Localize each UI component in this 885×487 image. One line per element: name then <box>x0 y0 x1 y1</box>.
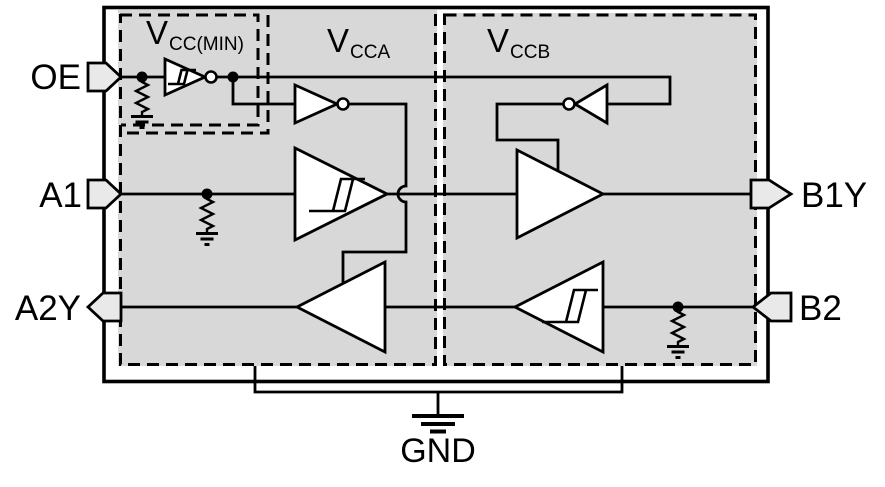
oe-pulldown-resistor <box>131 77 153 129</box>
a1-pulldown-resistor <box>196 194 218 246</box>
gnd-label: GND <box>400 432 476 470</box>
a1-schmitt-buffer <box>293 145 391 243</box>
vccmin-region-border-inner <box>120 13 260 127</box>
oe-pin <box>86 61 124 93</box>
vcca-enable-inverter <box>293 82 350 126</box>
vcca-region-border <box>119 14 437 366</box>
inverter-bubble <box>562 97 576 111</box>
a2y-pin-label: A2Y <box>15 289 81 328</box>
gnd-ground-symbol <box>412 414 464 434</box>
oe-schmitt-inverter <box>163 56 218 98</box>
svg-text:V: V <box>487 22 509 59</box>
b1y-output-buffer <box>515 147 607 241</box>
b1y-pin <box>749 178 794 210</box>
junction-dot <box>227 71 239 83</box>
inverter-bubble <box>336 97 350 111</box>
vccmin-region-label: V CC(MIN) <box>146 14 244 55</box>
b2-pin <box>750 291 793 323</box>
junction-dot <box>136 71 148 83</box>
a1-pin <box>86 178 124 210</box>
vccb-region-label: V CCB <box>487 22 550 63</box>
a2y-pin <box>85 291 123 323</box>
svg-text:V: V <box>327 22 349 59</box>
ground-symbol-small <box>196 232 218 246</box>
b2-pulldown-resistor <box>667 307 689 359</box>
hysteresis-icon <box>542 288 598 324</box>
inverter-bubble <box>204 70 218 84</box>
vccb-region-border <box>443 13 757 366</box>
a2y-output-buffer <box>293 259 387 355</box>
vccb-enable-inverter <box>562 82 609 126</box>
b1y-pin-label: B1Y <box>801 176 867 215</box>
ground-symbol-small <box>131 115 153 129</box>
vcca-region-label: V CCA <box>327 22 390 63</box>
vccmin-region-border-outer <box>121 15 270 135</box>
hysteresis-icon <box>168 68 196 86</box>
oe-branch-wire <box>231 77 295 106</box>
svg-text:V: V <box>146 14 168 51</box>
gnd-bus-wire <box>253 366 624 415</box>
a1-pin-label: A1 <box>39 176 82 215</box>
svg-text:CCB: CCB <box>510 42 550 63</box>
b2-pin-label: B2 <box>799 289 842 328</box>
ground-symbol-small <box>667 345 689 359</box>
svg-text:CCA: CCA <box>350 42 390 63</box>
junction-dot <box>201 188 213 200</box>
b2-schmitt-buffer <box>511 259 605 355</box>
svg-text:CC(MIN): CC(MIN) <box>169 34 244 55</box>
enable-b-wire <box>495 102 563 172</box>
hysteresis-icon <box>309 177 365 213</box>
oe-pin-label: OE <box>30 58 81 97</box>
junction-dot <box>672 301 684 313</box>
